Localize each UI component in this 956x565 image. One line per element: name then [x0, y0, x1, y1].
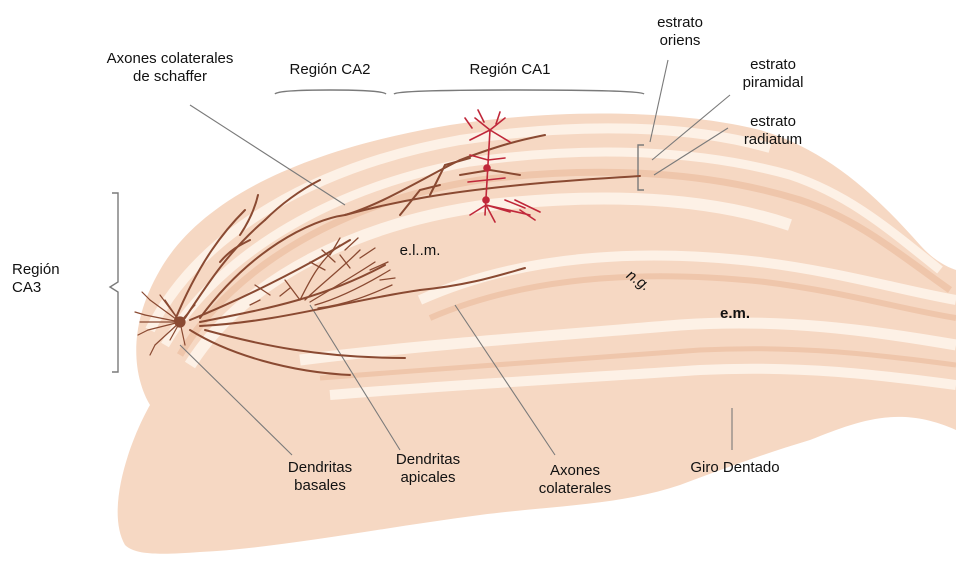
label-estrato-radiatum-line1: estrato	[728, 113, 818, 131]
label-dendritas-apicales-line2: apicales	[383, 469, 473, 487]
label-axones-colaterales-line1: Axones	[520, 462, 630, 480]
label-region-ca2: Región CA2	[265, 61, 395, 79]
label-dendritas-apicales: Dendritas apicales	[383, 451, 473, 487]
label-giro-dentado: Giro Dentado	[675, 459, 795, 477]
label-em: e.m.	[705, 305, 765, 323]
bracket-ca3	[110, 193, 118, 372]
label-estrato-piramidal-line2: piramidal	[728, 74, 818, 92]
bracket-ca2	[275, 90, 386, 94]
label-estrato-oriens-line2: oriens	[640, 32, 720, 50]
label-estrato-piramidal: estrato piramidal	[728, 56, 818, 92]
label-dendritas-basales: Dendritas basales	[275, 459, 365, 495]
label-estrato-oriens: estrato oriens	[640, 14, 720, 50]
label-axones-schaffer: Axones colaterales de schaffer	[75, 50, 265, 86]
label-axones-schaffer-line1: Axones colaterales	[75, 50, 265, 68]
label-dendritas-apicales-line1: Dendritas	[383, 451, 473, 469]
label-estrato-radiatum-line2: radiatum	[728, 131, 818, 149]
label-estrato-piramidal-line1: estrato	[728, 56, 818, 74]
label-axones-colaterales-line2: colaterales	[520, 480, 630, 498]
label-region-ca3: Región CA3	[12, 261, 82, 297]
label-region-ca3-line1: Región	[12, 261, 82, 279]
label-estrato-radiatum: estrato radiatum	[728, 113, 818, 149]
label-axones-schaffer-line2: de schaffer	[75, 68, 265, 86]
label-region-ca1: Región CA1	[445, 61, 575, 79]
label-dendritas-basales-line1: Dendritas	[275, 459, 365, 477]
label-axones-colaterales: Axones colaterales	[520, 462, 630, 498]
label-region-ca3-line2: CA3	[12, 279, 82, 297]
label-estrato-oriens-line1: estrato	[640, 14, 720, 32]
label-dendritas-basales-line2: basales	[275, 477, 365, 495]
bracket-ca1	[394, 90, 644, 94]
label-elm: e.l..m.	[380, 242, 460, 260]
